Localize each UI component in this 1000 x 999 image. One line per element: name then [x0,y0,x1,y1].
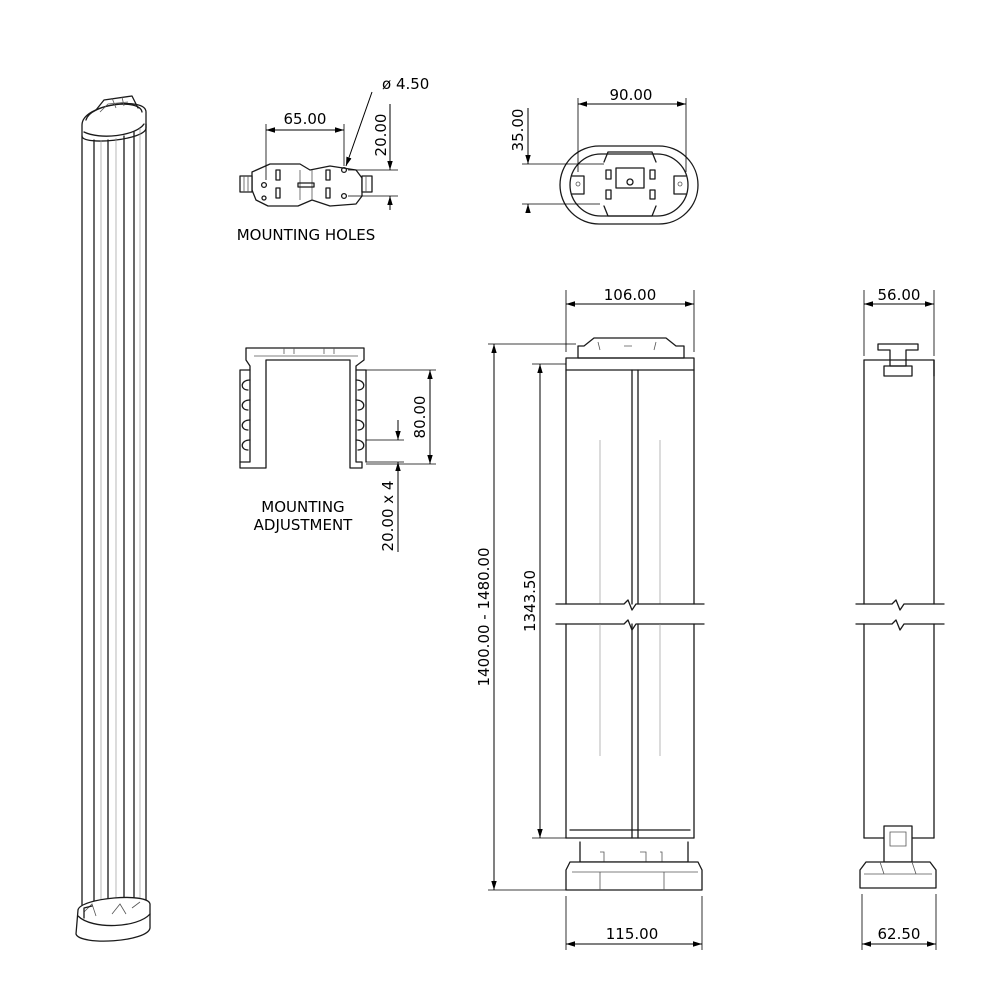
dim-base-depth: 62.50 [878,925,921,943]
dim-profile-length: 1343.50 [521,570,539,632]
dim-base-width: 115.00 [606,925,659,943]
dim-overall-height: 1400.00 - 1480.00 [475,547,493,686]
mounting-adjustment-profile: 80.00 20.00 x 4 MOUNTING ADJUSTMENT [239,347,436,552]
dim-profile-width: 106.00 [604,286,657,304]
dim-hole-diameter: ø 4.50 [382,75,429,93]
mounting-holes-view: 65.00 ø 4.50 20.00 MOUNTING HOLES [237,75,430,244]
caption-mounting-holes: MOUNTING HOLES [237,226,376,244]
dim-cap-width: 90.00 [610,86,653,104]
dim-hole-spacing: 65.00 [284,110,327,128]
front-elevation-view: 106.00 115.00 1400.00 - 1480.00 1343.50 [475,286,705,950]
caption-mounting-line2: ADJUSTMENT [254,516,354,534]
isometric-column-view [75,95,151,942]
dim-adjustment-range: 80.00 [411,396,429,439]
dim-profile-depth: 56.00 [878,286,921,304]
dim-hole-offset: 20.00 [372,114,390,157]
cap-top-view: 90.00 35.00 [509,86,699,225]
dim-adjustment-step: 20.00 x 4 [379,481,397,552]
dim-cap-depth: 35.00 [509,109,527,152]
caption-mounting-line1: MOUNTING [261,498,344,516]
side-elevation-view: 56.00 62.50 [855,286,945,950]
